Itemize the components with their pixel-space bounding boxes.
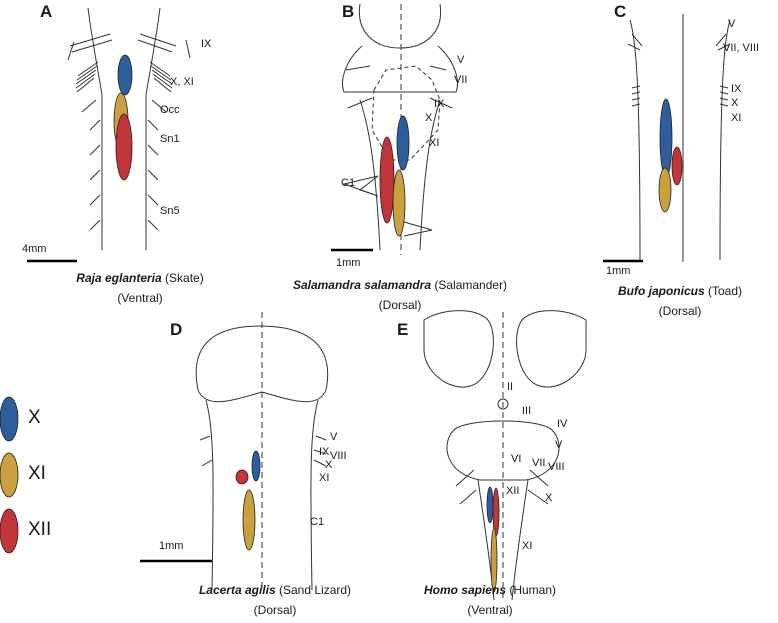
panel-c-scale-label: 1mm	[606, 265, 631, 277]
panel-e-x-nucleus	[486, 486, 494, 524]
panel-e-label: III	[522, 405, 532, 417]
panel-a-x-nucleus	[117, 54, 133, 96]
panel-e-label: II	[507, 381, 514, 393]
panel-d-xii-nucleus	[235, 469, 249, 485]
panel-a-label: Sn1	[160, 133, 180, 145]
panel-a-caption: Raja eglanteria (Skate) (Ventral)	[40, 268, 240, 308]
panel-d-species: Lacerta agilis	[198, 583, 276, 597]
panel-e-common-name: (Human)	[509, 583, 557, 597]
panel-b-label: IX	[434, 98, 445, 110]
panel-e-xi-nucleus	[490, 527, 498, 593]
panel-c-view: (Dorsal)	[658, 304, 702, 318]
panel-e-species: Homo sapiens	[423, 583, 506, 597]
panel-e-label: X	[545, 492, 553, 504]
panel-b-caption: Salamandra salamandra (Salamander) (Dors…	[250, 275, 550, 315]
panel-b-label: XI	[429, 137, 440, 149]
panel-b-x-nucleus	[396, 115, 410, 171]
panel-e-view: (Ventral)	[467, 603, 513, 617]
panel-c-caption: Bufo japonicus (Toad) (Dorsal)	[590, 281, 770, 321]
panel-b-common-name: (Salamander)	[434, 278, 508, 292]
panel-d-label: C1	[310, 516, 325, 528]
panel-a-species: Raja eglanteria	[76, 271, 162, 285]
panel-c-label: VII, VIII	[723, 42, 760, 54]
panel-d-x-nucleus	[251, 450, 261, 482]
panel-e-drawing	[423, 310, 587, 601]
panel-a-label: X, XI	[170, 76, 194, 88]
panel-e-label: VII	[532, 457, 546, 469]
panel-e-letter: E	[397, 320, 409, 339]
panel-a-label: Sn5	[160, 205, 180, 217]
panel-d-label: IX	[319, 446, 330, 458]
panel-c-x-nucleus	[659, 98, 673, 178]
panel-d-label: V	[330, 431, 338, 443]
panel-e-label: XI	[522, 540, 533, 552]
panel-b-xi-nucleus	[392, 169, 406, 237]
panel-d-view: (Dorsal)	[253, 603, 297, 617]
panel-c-xii-nucleus	[671, 146, 683, 186]
panel-a-xii-nucleus	[115, 113, 133, 181]
panel-d-label: XI	[319, 472, 330, 484]
panel-d-common-name: (Sand Lizard)	[279, 583, 352, 597]
panel-b-drawing	[331, 3, 458, 255]
panel-c-label: IX	[731, 83, 742, 95]
panel-c-label: XI	[731, 112, 742, 124]
panel-c-label: X	[731, 97, 739, 109]
panel-b-letter: B	[342, 2, 355, 21]
panel-b-xii-nucleus	[379, 136, 395, 224]
panel-a-drawing	[27, 7, 191, 263]
panel-b-label: V	[457, 54, 465, 66]
panel-d-scale-label: 1mm	[159, 540, 184, 552]
panel-c-letter: C	[614, 2, 627, 21]
legend-xii-swatch	[0, 508, 19, 554]
panel-b-scale-label: 1mm	[336, 257, 361, 269]
panel-d-label: VIII	[330, 450, 347, 462]
panel-b-label: X	[425, 112, 433, 124]
panel-d-letter: D	[170, 320, 183, 339]
panel-c-xi-nucleus	[658, 167, 672, 213]
legend-xi-swatch	[0, 452, 19, 498]
panel-c-common-name: (Toad)	[708, 284, 743, 298]
panel-b-label: VII	[454, 74, 468, 86]
legend-x-label: X	[28, 407, 41, 428]
panel-e-label: VIII	[548, 461, 565, 473]
panel-b-label: C1	[341, 177, 356, 189]
legend-xii-label: XII	[28, 519, 52, 540]
panel-e-caption: Homo sapiens (Human) (Ventral)	[400, 580, 580, 620]
panel-c-species: Bufo japonicus	[617, 284, 705, 298]
panel-e-label: V	[555, 439, 563, 451]
panel-a-label: Occ	[160, 104, 180, 116]
panel-d-caption: Lacerta agilis (Sand Lizard) (Dorsal)	[150, 580, 400, 620]
panel-a-view: (Ventral)	[117, 291, 163, 305]
panel-e-label: VI	[511, 453, 522, 465]
panel-c-label: V	[728, 18, 736, 30]
panel-b-view: (Dorsal)	[378, 298, 422, 312]
panel-a-common-name: (Skate)	[165, 271, 204, 285]
legend-x-swatch	[0, 396, 19, 442]
panel-a-label: IX	[201, 38, 212, 50]
panel-d-xi-nucleus	[242, 489, 256, 551]
panel-e-label: IV	[557, 418, 568, 430]
panel-a-scale-label: 4mm	[22, 243, 47, 255]
panel-b-species: Salamandra salamandra	[292, 278, 432, 292]
legend-xi-label: XI	[28, 463, 46, 484]
panel-d-drawing	[140, 312, 329, 591]
panel-a-letter: A	[40, 2, 53, 21]
panel-d-label: X	[325, 459, 333, 471]
panel-c-drawing	[603, 14, 731, 263]
panel-e-label: XII	[506, 485, 520, 497]
